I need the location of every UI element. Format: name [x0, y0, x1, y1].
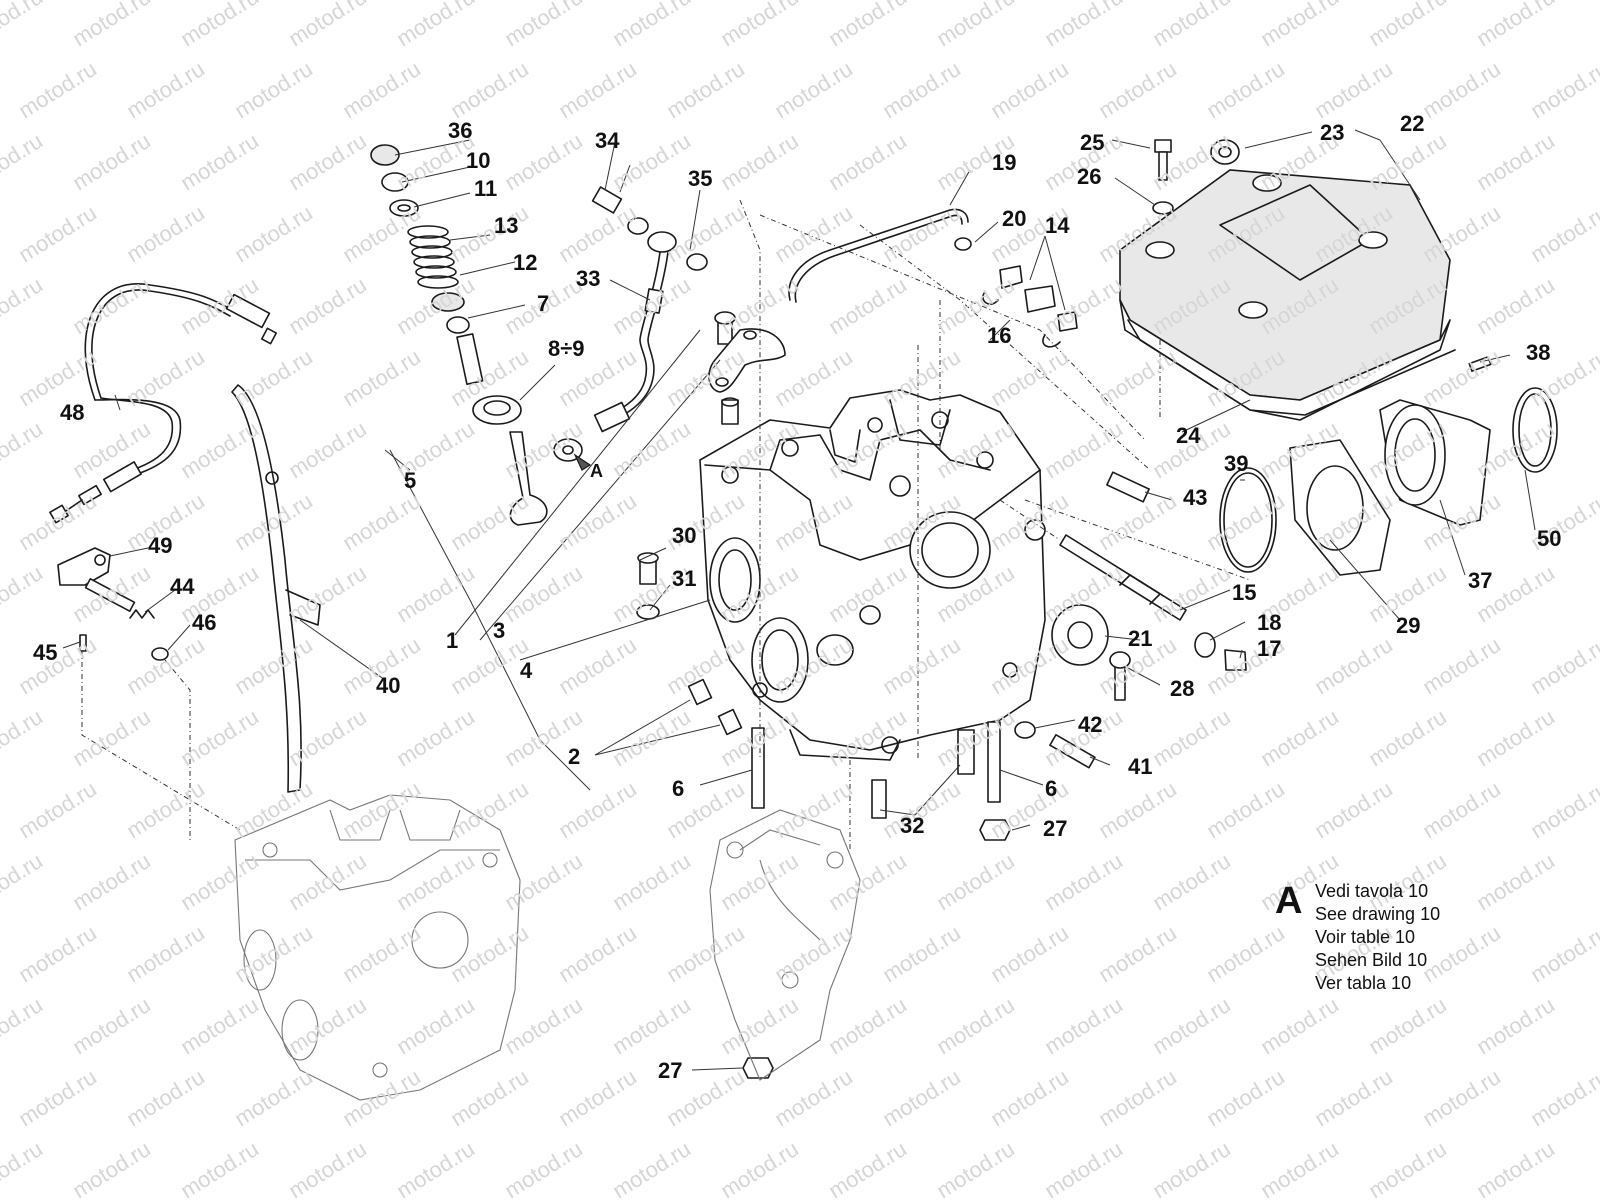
- callout-36: 36: [448, 118, 473, 143]
- reference-arrow-a: [573, 453, 592, 471]
- callout-8-9: 8÷9: [548, 336, 585, 361]
- callout-43: 43: [1183, 485, 1208, 510]
- callout-14: 14: [1045, 213, 1070, 238]
- callout-16: 16: [987, 323, 1012, 348]
- callout-45: 45: [33, 640, 58, 665]
- valve-cover: [1119, 169, 1456, 421]
- callout-50: 50: [1537, 526, 1562, 551]
- callout-48: 48: [60, 400, 85, 425]
- callout-30: 30: [672, 523, 697, 548]
- callout-44: 44: [170, 574, 195, 599]
- cylinder-head-reference: [234, 794, 521, 1101]
- callout-6-left: 6: [672, 776, 685, 801]
- intake-manifold: [1219, 356, 1558, 576]
- cover-fasteners: [1152, 139, 1240, 215]
- callout-27-right: 27: [1043, 816, 1068, 841]
- legend-line-it: Vedi tavola 10: [1315, 881, 1429, 901]
- legend-line-es: Ver tabla 10: [1315, 973, 1412, 993]
- callout-2: 2: [568, 744, 581, 769]
- callout-15: 15: [1232, 580, 1257, 605]
- callout-29: 29: [1396, 613, 1421, 638]
- legend-line-en: See drawing 10: [1315, 904, 1441, 924]
- callout-33: 33: [576, 266, 601, 291]
- cylinder-head-main: [699, 389, 1046, 761]
- leader-lines: [62, 129, 1536, 1071]
- callout-19: 19: [992, 150, 1017, 175]
- legend-lines: Vedi tavola 10 See drawing 10 Voir table…: [1315, 880, 1440, 995]
- callout-25: 25: [1080, 130, 1105, 155]
- callout-13: 13: [494, 213, 519, 238]
- valve-train: [370, 144, 548, 526]
- legend-line-de: Sehen Bild 10: [1315, 950, 1428, 970]
- callout-3: 3: [493, 618, 506, 643]
- callout-20: 20: [1002, 206, 1027, 231]
- callout-4: 4: [520, 658, 533, 683]
- callout-35: 35: [688, 166, 713, 191]
- callout-39: 39: [1224, 451, 1249, 476]
- decompressor-cable: [49, 283, 278, 524]
- callout-40: 40: [376, 673, 401, 698]
- callout-31: 31: [672, 566, 697, 591]
- callout-37: 37: [1468, 568, 1493, 593]
- callout-49: 49: [148, 533, 173, 558]
- oil-pipe: [553, 186, 708, 462]
- callout-5: 5: [404, 468, 417, 493]
- callout-24: 24: [1176, 423, 1201, 448]
- cylinder-lower: [709, 809, 861, 1081]
- callout-17: 17: [1257, 636, 1282, 661]
- callout-10: 10: [466, 148, 491, 173]
- callout-ref-a: A: [590, 461, 603, 481]
- chain-guide: [231, 384, 321, 793]
- hose-clips: [982, 265, 1078, 348]
- callout-1: 1: [446, 628, 459, 653]
- callout-12: 12: [513, 250, 538, 275]
- callout-11: 11: [474, 176, 498, 201]
- callout-18: 18: [1257, 610, 1282, 635]
- callout-38: 38: [1526, 340, 1551, 365]
- callout-46: 46: [192, 610, 217, 635]
- callout-28: 28: [1170, 676, 1195, 701]
- callout-26: 26: [1077, 164, 1102, 189]
- decomp-shaft-bearing: [1014, 471, 1247, 769]
- callout-42: 42: [1078, 712, 1103, 737]
- rocker-bracket: [708, 311, 786, 425]
- small-hardware: [636, 552, 1011, 1079]
- callout-32: 32: [900, 813, 925, 838]
- legend-letter: A: [1275, 880, 1303, 922]
- callout-7: 7: [537, 291, 550, 316]
- decompressor-lever: [57, 547, 169, 661]
- callout-27-bottom: 27: [658, 1058, 683, 1083]
- callout-23: 23: [1320, 120, 1345, 145]
- callout-6-right: 6: [1045, 776, 1058, 801]
- callout-41: 41: [1128, 754, 1153, 779]
- callout-22: 22: [1400, 111, 1425, 136]
- legend-line-fr: Voir table 10: [1315, 927, 1416, 947]
- callout-34: 34: [595, 128, 620, 153]
- breather-pipe: [788, 208, 972, 303]
- callout-21: 21: [1128, 626, 1153, 651]
